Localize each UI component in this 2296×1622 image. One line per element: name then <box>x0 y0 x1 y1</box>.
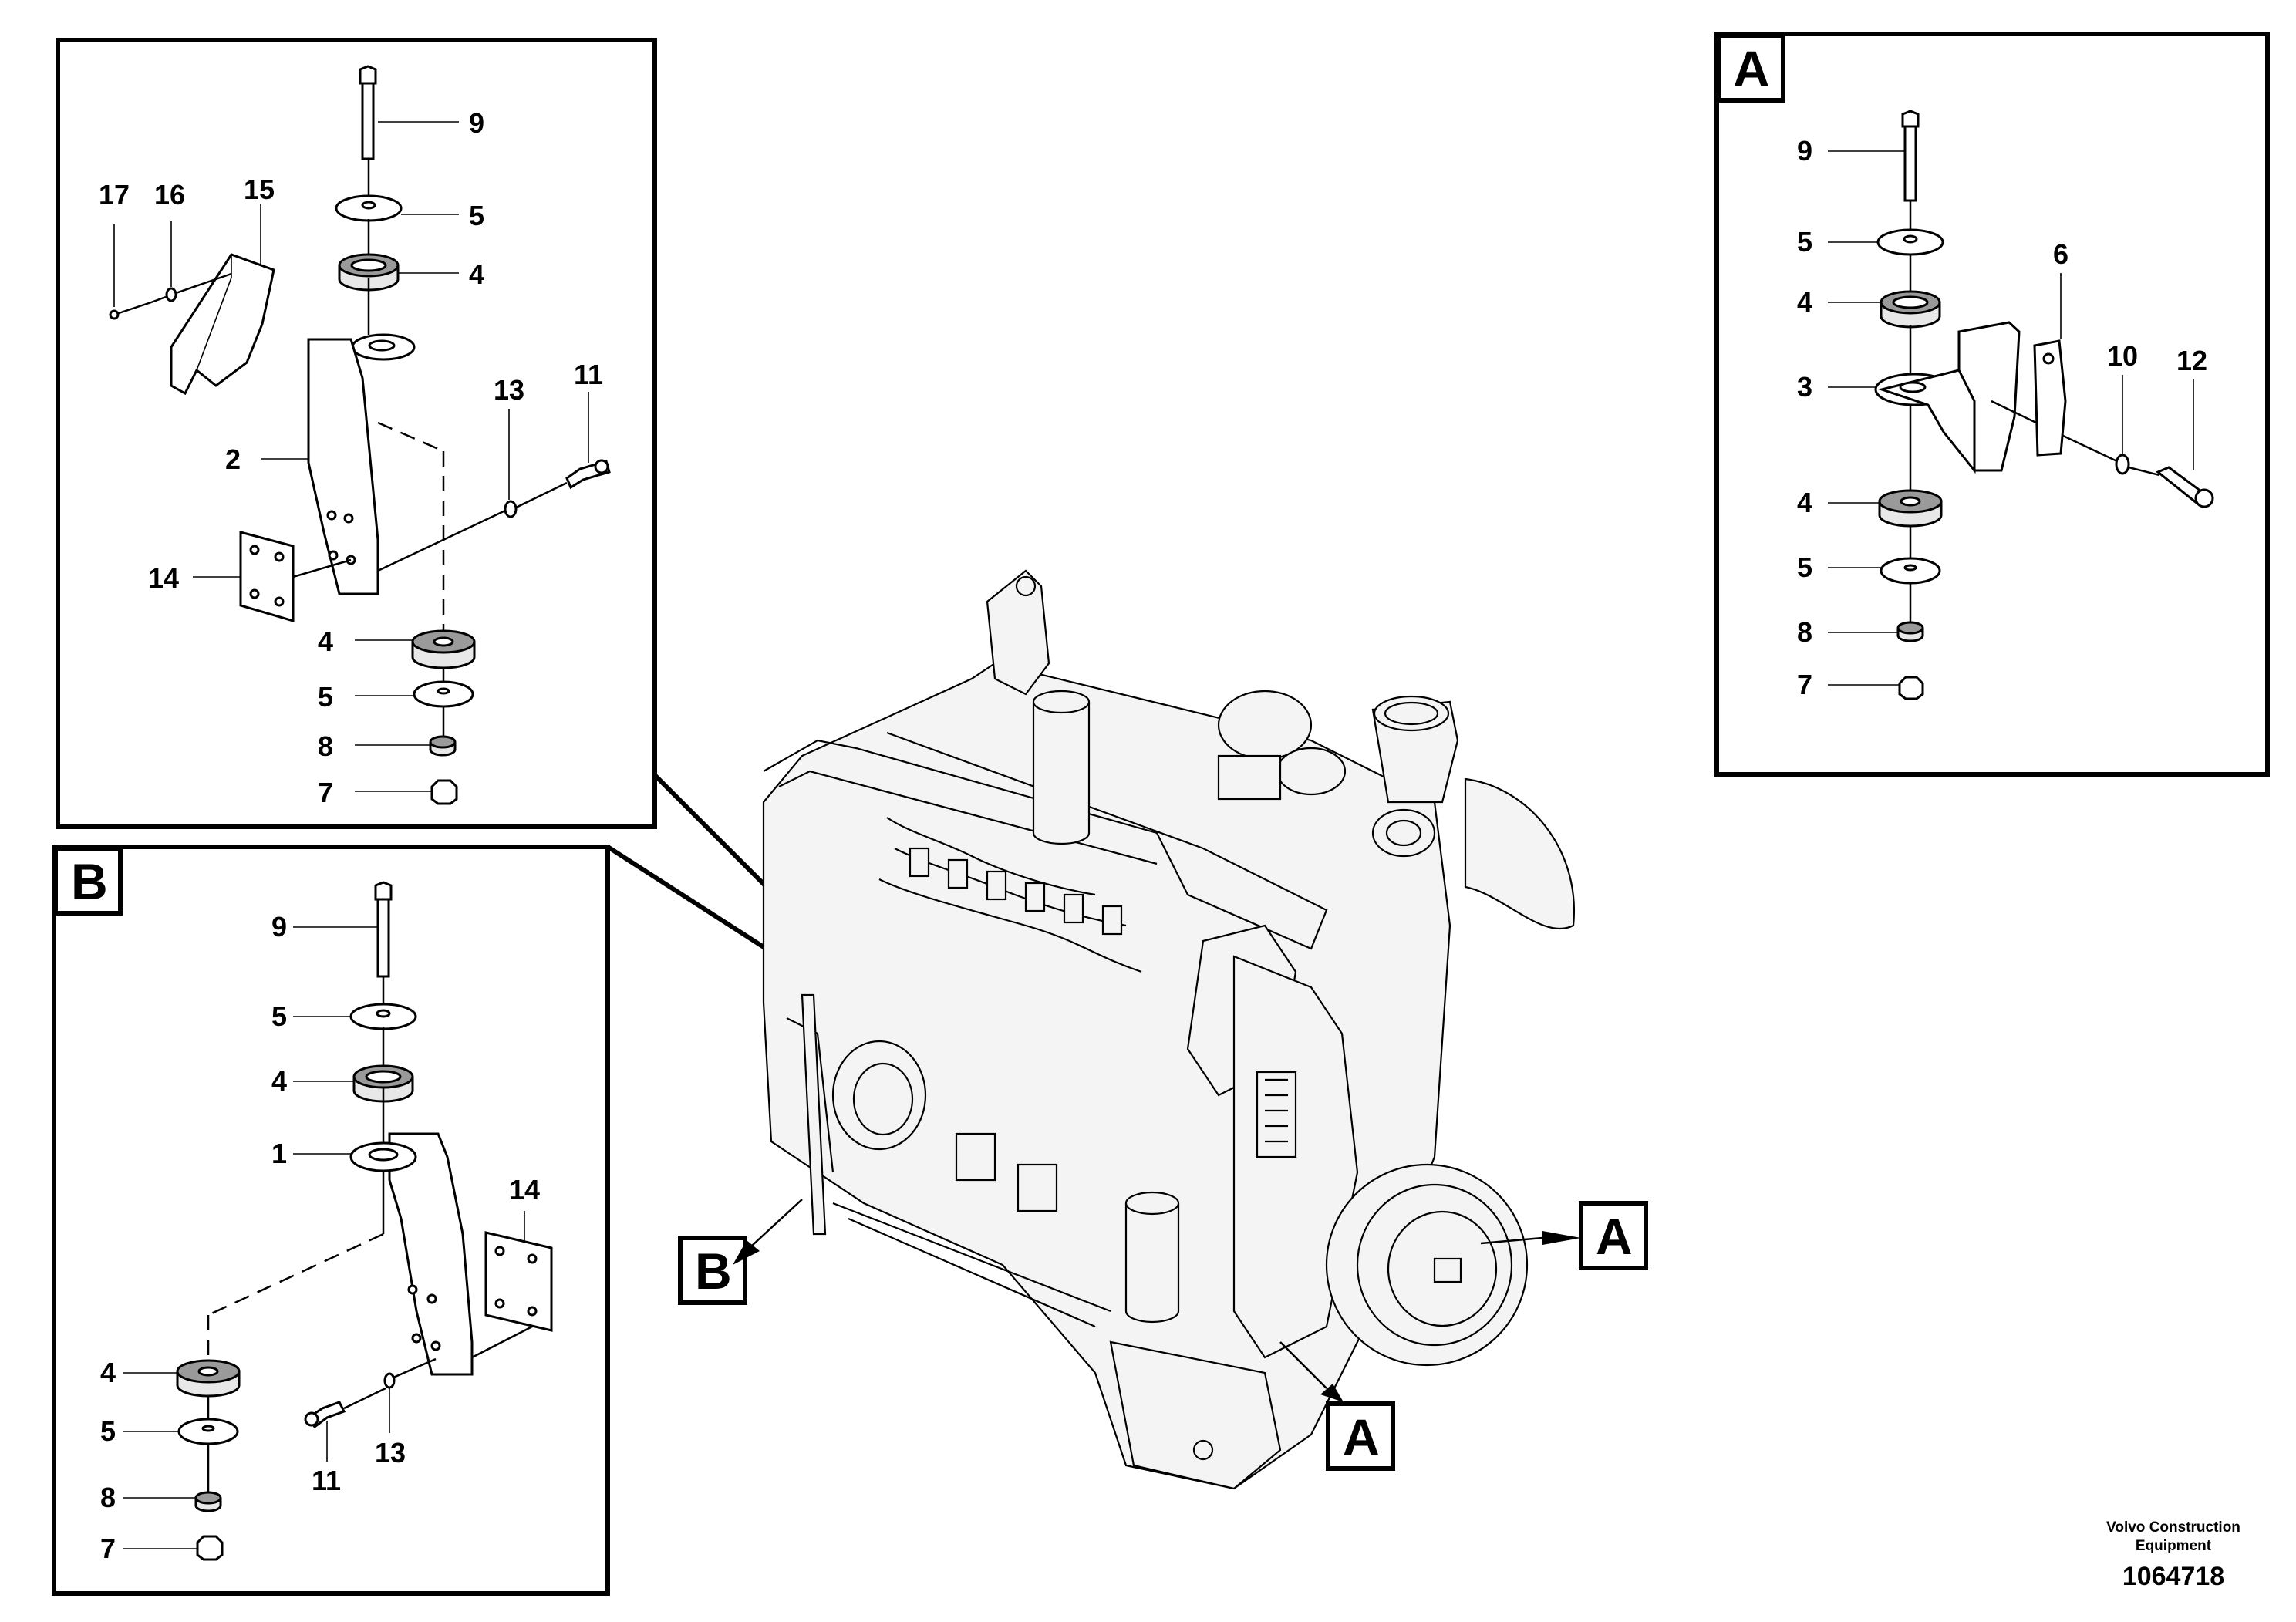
rubber-mount-4-lower <box>176 1359 241 1398</box>
washer-10-part <box>2115 454 2130 475</box>
bolt-12-part <box>2156 466 2214 508</box>
washer-8-part <box>194 1491 222 1512</box>
detail-a-title: A <box>1733 40 1770 97</box>
detail-b-title: B <box>71 853 108 910</box>
callout-label: 8 <box>318 730 333 762</box>
engine-illustration <box>762 569 1576 1490</box>
callout-label: 4 <box>318 626 333 657</box>
callout-label: 2 <box>225 443 241 475</box>
callout-label: 4 <box>271 1065 287 1097</box>
nut-7-part <box>1898 676 1924 700</box>
callout-label: 7 <box>318 777 333 808</box>
nut-7-part <box>430 779 458 805</box>
callout-label: 3 <box>1797 371 1812 403</box>
callout-label: 6 <box>2053 238 2068 270</box>
callout-label: 5 <box>100 1415 116 1447</box>
callout-label: 7 <box>100 1533 116 1564</box>
detail-a: A <box>1714 32 2270 777</box>
brand-line-1: Volvo Construction <box>2106 1519 2240 1536</box>
detail-b: B <box>52 845 610 1596</box>
washer-5-lower <box>1880 557 1941 585</box>
callout-label: 9 <box>271 911 287 943</box>
engine-marker-a-bottom-label: A <box>1343 1408 1380 1465</box>
bolt-11-part <box>304 1401 346 1429</box>
rubber-mount-4-lower <box>411 629 476 669</box>
washer-8-part <box>429 735 457 757</box>
callout-label: 17 <box>99 179 130 211</box>
callout-label: 9 <box>469 107 484 139</box>
washer-5-lower <box>177 1418 239 1445</box>
engine-marker-a-bottom: A <box>1279 1341 1395 1471</box>
bracket-15-part <box>170 253 275 396</box>
engine-marker-a-right-label: A <box>1596 1208 1633 1265</box>
callout-label: 11 <box>312 1465 341 1496</box>
washer-5-part <box>1876 228 1944 256</box>
plate-6-part <box>2033 339 2067 457</box>
detail-top-left-frame <box>56 38 657 829</box>
callout-label: 10 <box>2107 340 2138 372</box>
rubber-mount-4-lower <box>1878 489 1943 528</box>
bolt-9-part <box>359 65 377 160</box>
callout-label: 7 <box>1797 669 1812 700</box>
callout-label: 4 <box>1797 286 1812 318</box>
callout-label: 4 <box>100 1357 116 1388</box>
detail-top-left: 9 5 4 17 16 15 13 11 2 14 4 5 8 7 <box>56 38 657 829</box>
callout-label: 5 <box>318 681 333 713</box>
callout-label: 12 <box>2176 345 2207 376</box>
plate-14-part <box>239 531 295 623</box>
washer-16-part <box>165 287 177 302</box>
callout-label: 8 <box>1797 616 1812 648</box>
callout-label: 14 <box>148 562 179 594</box>
bolt-9-part <box>1901 110 1920 202</box>
callout-label: 5 <box>1797 551 1812 583</box>
callout-label: 5 <box>271 1000 287 1032</box>
callout-label: 4 <box>1797 487 1812 518</box>
callout-label: 14 <box>509 1174 540 1206</box>
detail-b-title-box <box>53 846 123 916</box>
document-number: 1064718 <box>2122 1562 2224 1591</box>
detail-b-frame <box>52 845 610 1596</box>
washer-5-part <box>349 1003 417 1030</box>
callout-label: 8 <box>100 1482 116 1513</box>
callout-label: 1 <box>271 1138 287 1169</box>
engine-marker-b-label: B <box>695 1243 732 1300</box>
washer-13-part <box>383 1372 396 1389</box>
nut-7-part <box>196 1535 224 1561</box>
engine-marker-b: B <box>678 1199 803 1305</box>
bolt-9-part <box>374 881 393 978</box>
callout-label: 5 <box>1797 226 1812 258</box>
washer-8-part <box>1896 621 1924 642</box>
screw-17-part <box>109 301 152 320</box>
bracket-1-part <box>349 1132 474 1376</box>
callout-label: 15 <box>244 174 275 205</box>
plate-14-part <box>484 1231 553 1332</box>
callout-label: 13 <box>375 1437 406 1469</box>
washer-13-part <box>504 500 518 518</box>
callout-label: 4 <box>469 258 484 290</box>
detail-a-frame <box>1714 32 2270 777</box>
callout-label: 16 <box>154 179 185 211</box>
washer-5-part <box>335 194 403 222</box>
brand-line-2: Equipment <box>2136 1538 2212 1554</box>
engine-marker-a-right: A <box>1480 1201 1648 1270</box>
bracket-2-part <box>307 333 416 595</box>
rubber-mount-4-upper <box>1880 290 1941 329</box>
footer: Volvo Construction Equipment 1064718 <box>2106 1519 2240 1591</box>
callout-label: 5 <box>469 200 484 231</box>
detail-a-title-box <box>1716 33 1785 103</box>
callout-label: 13 <box>494 374 524 406</box>
bracket-3-part <box>1874 321 2021 474</box>
washer-5-lower <box>413 680 474 708</box>
callout-label: 11 <box>574 359 603 390</box>
bolt-11-part <box>565 459 611 490</box>
callout-label: 9 <box>1797 135 1812 167</box>
